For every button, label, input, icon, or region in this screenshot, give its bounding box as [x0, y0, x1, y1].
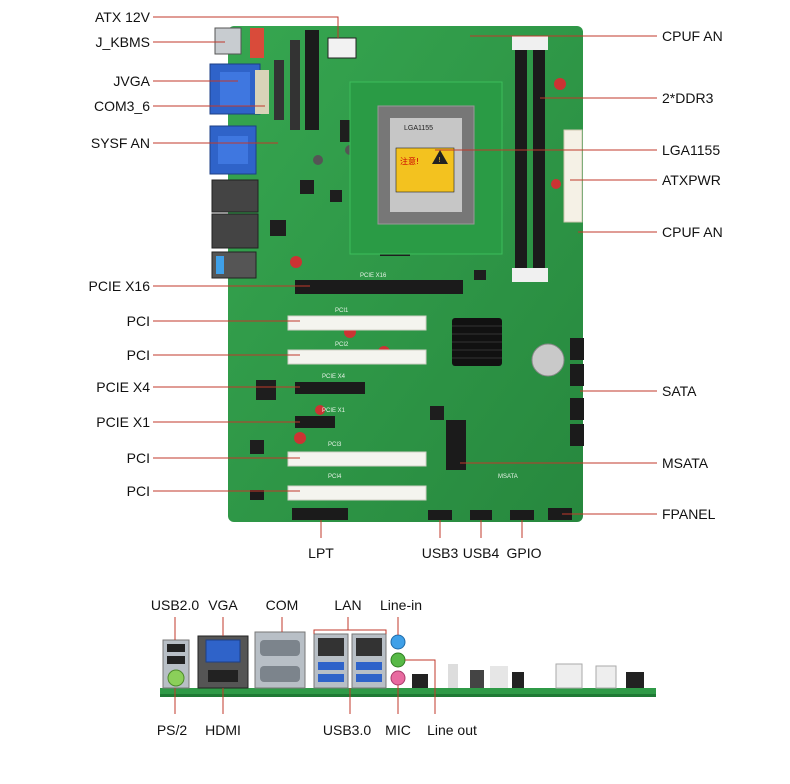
com-port-2 [260, 666, 300, 682]
io-pcb-edge [160, 688, 656, 696]
label-gpio: GPIO [506, 545, 541, 561]
msata-slot [446, 420, 466, 470]
label-pci-1: PCI [127, 313, 150, 329]
pci1-print: PCI1 [335, 308, 349, 314]
lpt-header [292, 508, 348, 520]
pci-slot-1 [287, 315, 427, 331]
pci2-print: PCI2 [335, 342, 349, 348]
label-atx12v: ATX 12V [95, 9, 151, 25]
label-pci-3: PCI [127, 450, 150, 466]
sata-ports [570, 338, 584, 446]
io-edge-components [412, 663, 644, 689]
label-pciex16: PCIE X16 [89, 278, 151, 294]
pcie-x1-slot [295, 416, 335, 428]
line-out-jack [390, 652, 406, 668]
io-bottom-labels: PS/2 HDMI USB3.0 MIC Line out [157, 722, 477, 738]
io-leader-lines [174, 617, 436, 714]
ps2-port [167, 669, 185, 687]
leader-lines-right [435, 35, 657, 515]
rear-io-components [209, 27, 269, 279]
line-in-jack [390, 634, 406, 650]
label-lga1155: LGA1155 [662, 142, 720, 158]
pci-slot-4 [287, 485, 427, 501]
board-bottom-labels: LPT USB3 USB4 GPIO [308, 545, 541, 561]
label-mic: MIC [385, 722, 411, 738]
expansion-slots: PCIE X16 PCI1 PCI2 PCIE X4 PCIE X1 PCI3 … [287, 273, 463, 501]
pci3-print: PCI3 [328, 442, 342, 448]
label-ps2: PS/2 [157, 722, 188, 738]
audio-jacks [390, 634, 406, 686]
label-usb3: USB3 [422, 545, 459, 561]
label-lan: LAN [334, 597, 361, 613]
pci4-print: PCI4 [328, 474, 342, 480]
label-com: COM [266, 597, 299, 613]
label-pciex1: PCIE X1 [96, 414, 150, 430]
fpanel-header [548, 508, 572, 520]
lan-port-2 [356, 638, 382, 656]
label-lpt: LPT [308, 545, 334, 561]
cpu-socket: LGA1155 注意! ! [349, 81, 503, 255]
label-sysfan: SYSF AN [91, 135, 150, 151]
bottom-headers [250, 490, 572, 520]
vga-hdmi-stack [197, 635, 249, 689]
io-panel: USB2.0 VGA COM LAN Line-in PS/2 HDMI USB… [151, 597, 656, 738]
chipset-heatsink [452, 318, 502, 366]
vga-port [205, 639, 241, 663]
right-labels: CPUF AN 2*DDR3 LGA1155 ATXPWR CPUF AN SA… [662, 28, 723, 522]
pcie-x1-print: PCIE X1 [322, 408, 346, 414]
label-usb30: USB3.0 [323, 722, 371, 738]
cmos-battery [531, 343, 565, 377]
usb4-header [470, 510, 492, 520]
lan-port-1 [318, 638, 344, 656]
usb2-ps2-stack [162, 639, 190, 689]
svg-text:!: ! [438, 156, 441, 164]
label-pciex4: PCIE X4 [96, 379, 150, 395]
label-vga: VGA [208, 597, 238, 613]
label-pci-4: PCI [127, 483, 150, 499]
label-cpufan-2: CPUF AN [662, 224, 723, 240]
socket-print: LGA1155 [404, 125, 433, 132]
label-pci-2: PCI [127, 347, 150, 363]
label-jvga: JVGA [113, 73, 150, 89]
pcie-x4-print: PCIE X4 [322, 374, 346, 380]
label-msata: MSATA [662, 455, 709, 471]
label-linein: Line-in [380, 597, 422, 613]
com-port-1 [260, 640, 300, 656]
usb3-header [428, 510, 452, 520]
label-fpanel: FPANEL [662, 506, 716, 522]
pci-slot-3 [287, 451, 427, 467]
warning-print: 注意! [400, 156, 419, 166]
label-lineout: Line out [427, 722, 477, 738]
top-headers [274, 30, 357, 130]
left-labels: ATX 12V J_KBMS JVGA COM3_6 SYSF AN PCIE … [89, 9, 151, 499]
dimm-slot [533, 36, 545, 282]
dimm-slot [515, 36, 527, 282]
leader-lines-left [153, 16, 339, 492]
label-atxpwr: ATXPWR [662, 172, 721, 188]
hdmi-port [208, 670, 238, 682]
pcie-x4-slot [295, 382, 365, 394]
mic-jack [390, 670, 406, 686]
atx-power-connector [563, 129, 583, 223]
com-stack [254, 631, 306, 689]
label-cpufan-1: CPUF AN [662, 28, 723, 44]
label-usb20: USB2.0 [151, 597, 199, 613]
pci-slot-2 [287, 349, 427, 365]
motherboard: LGA1155 注意! ! [209, 26, 584, 522]
label-sata: SATA [662, 383, 697, 399]
label-jkbms: J_KBMS [96, 34, 150, 50]
label-ddr3: 2*DDR3 [662, 90, 714, 106]
gpio-header [510, 510, 534, 520]
warning-icon [432, 150, 448, 164]
label-com36: COM3_6 [94, 98, 150, 114]
pcie-x16-slot [295, 280, 463, 294]
pcie-x16-print: PCIE X16 [360, 273, 387, 279]
leader-lines-bottom [320, 520, 523, 538]
label-hdmi: HDMI [205, 722, 241, 738]
msata-print: MSATA [498, 474, 518, 480]
label-usb4: USB4 [463, 545, 500, 561]
io-top-labels: USB2.0 VGA COM LAN Line-in [151, 597, 422, 613]
lan-usb3-stack [313, 633, 387, 689]
